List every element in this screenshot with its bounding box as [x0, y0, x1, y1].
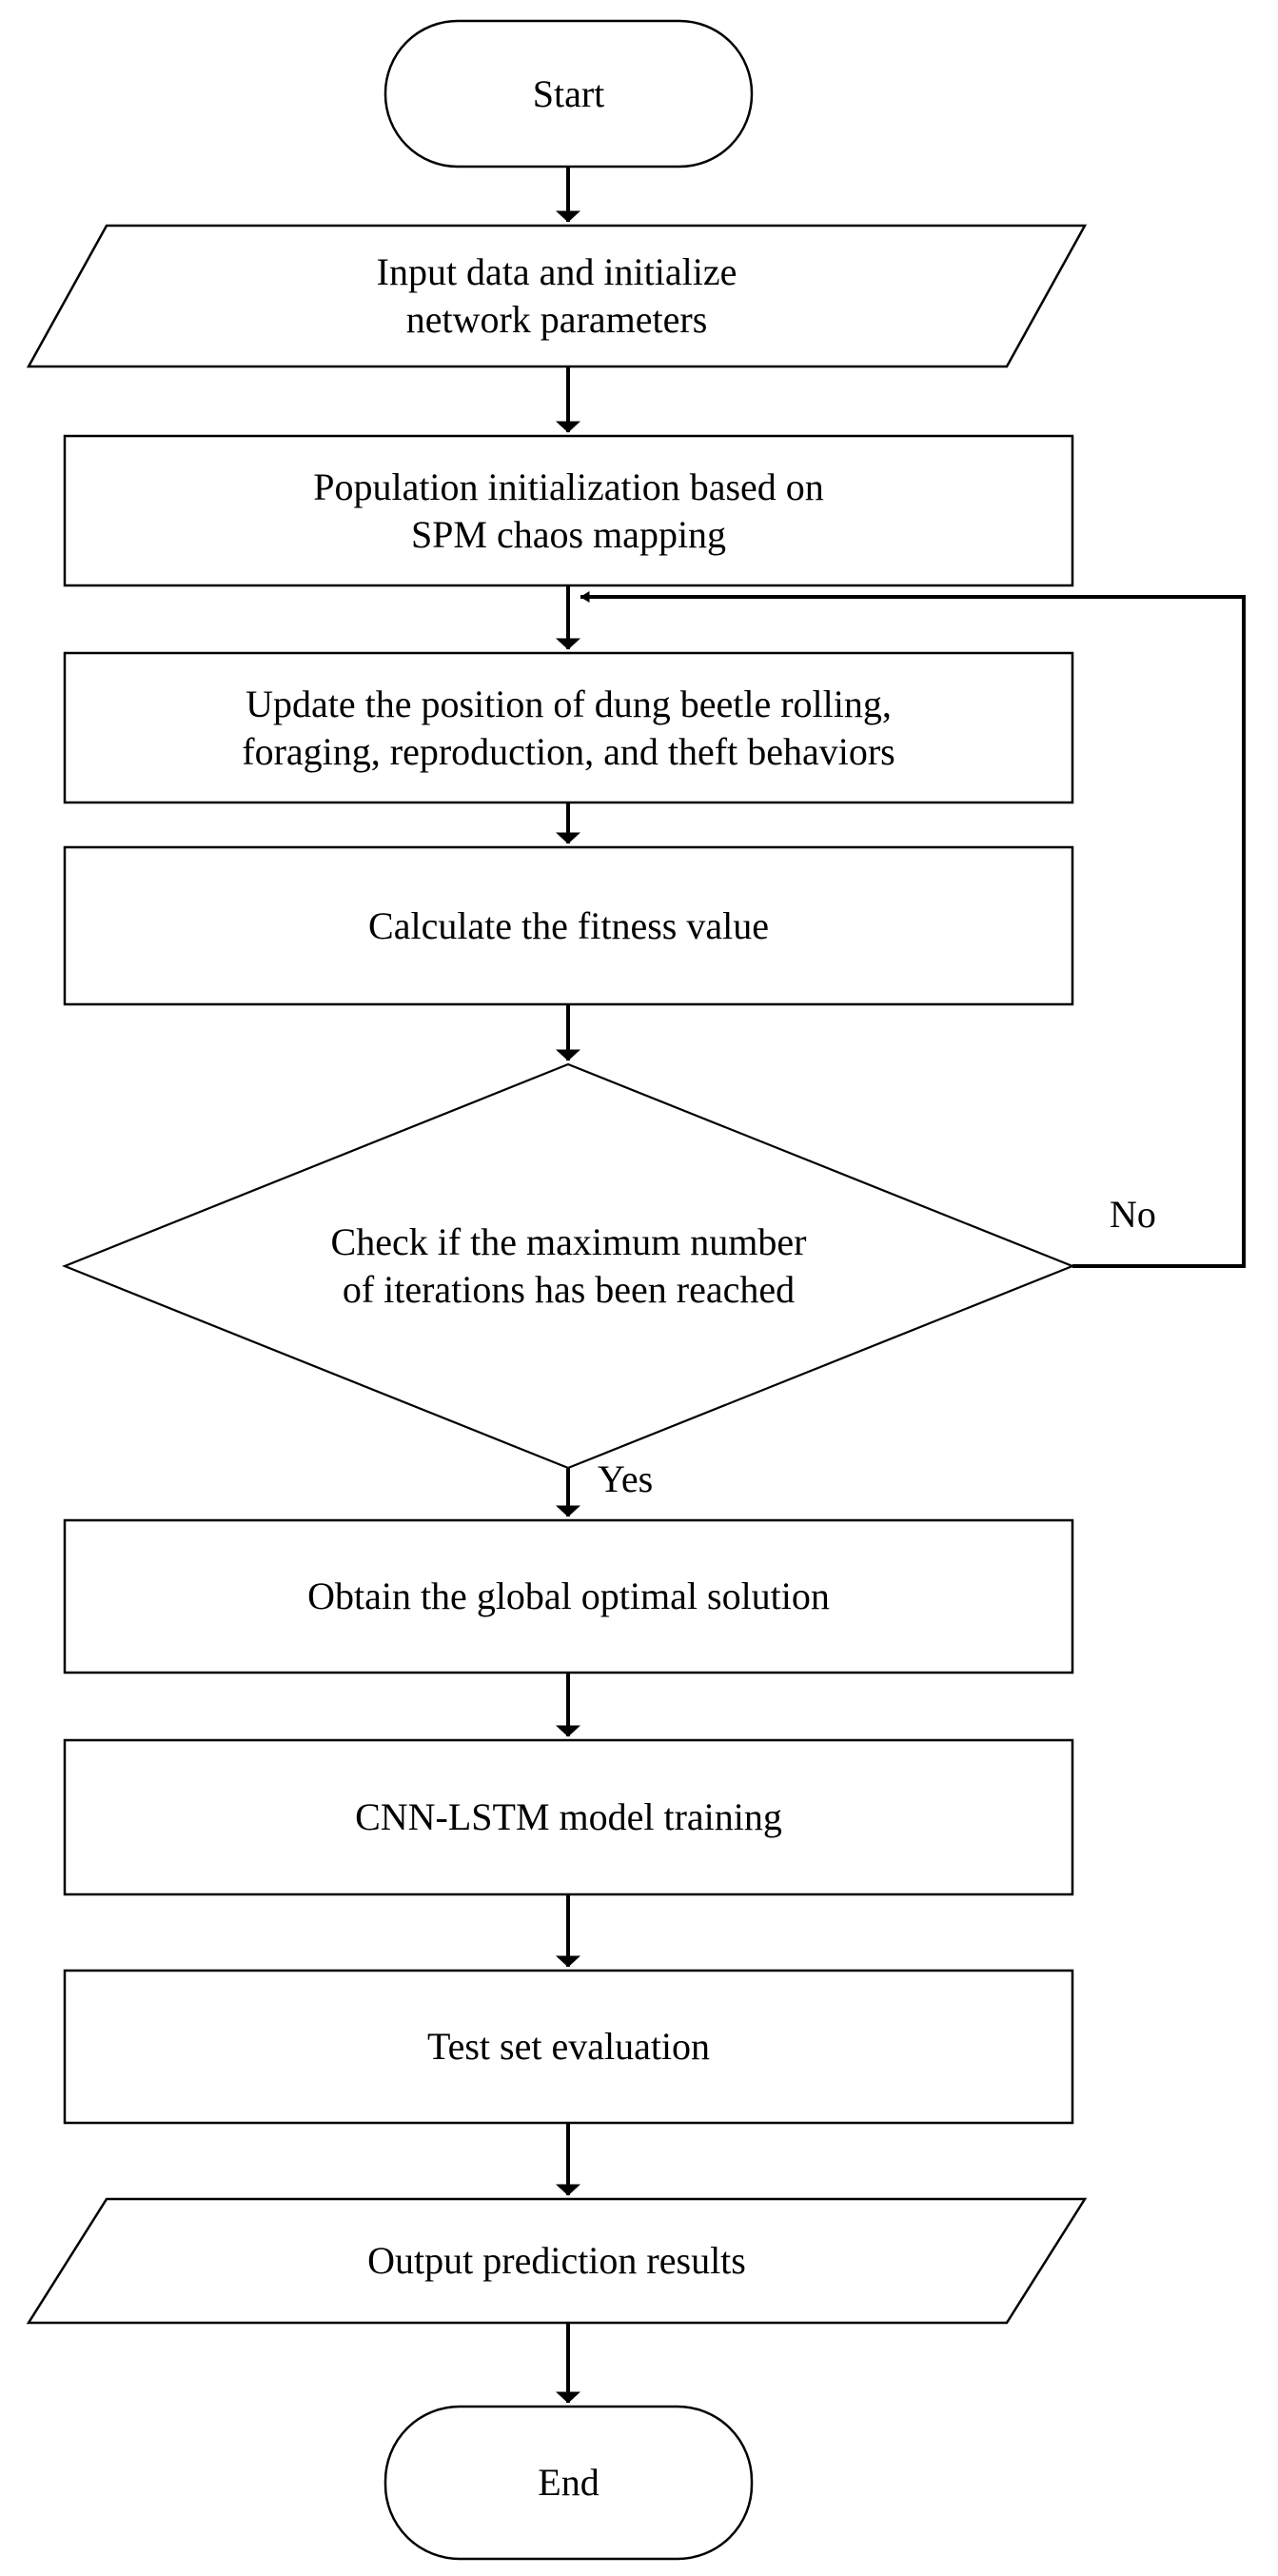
node-check-iterations-shape[interactable]: [62, 1062, 1075, 1470]
node-input-data-shape[interactable]: [26, 224, 1088, 368]
node-update-position-shape[interactable]: [63, 651, 1074, 804]
node-end-shape[interactable]: [383, 2405, 754, 2561]
node-cnn-lstm-training-shape[interactable]: [63, 1738, 1074, 1896]
edge-check-iterations-no-feedback: [580, 591, 1246, 1268]
node-test-set-eval-shape[interactable]: [63, 1969, 1074, 2125]
edge-label-yes: Yes: [598, 1457, 654, 1500]
node-start-shape[interactable]: [383, 19, 754, 168]
node-calc-fitness-shape[interactable]: [63, 845, 1074, 1006]
node-output-results-shape[interactable]: [26, 2197, 1088, 2325]
node-global-optimal-shape[interactable]: [63, 1518, 1074, 1674]
edge-label-no: No: [1110, 1193, 1156, 1236]
node-population-init-shape[interactable]: [63, 434, 1074, 587]
